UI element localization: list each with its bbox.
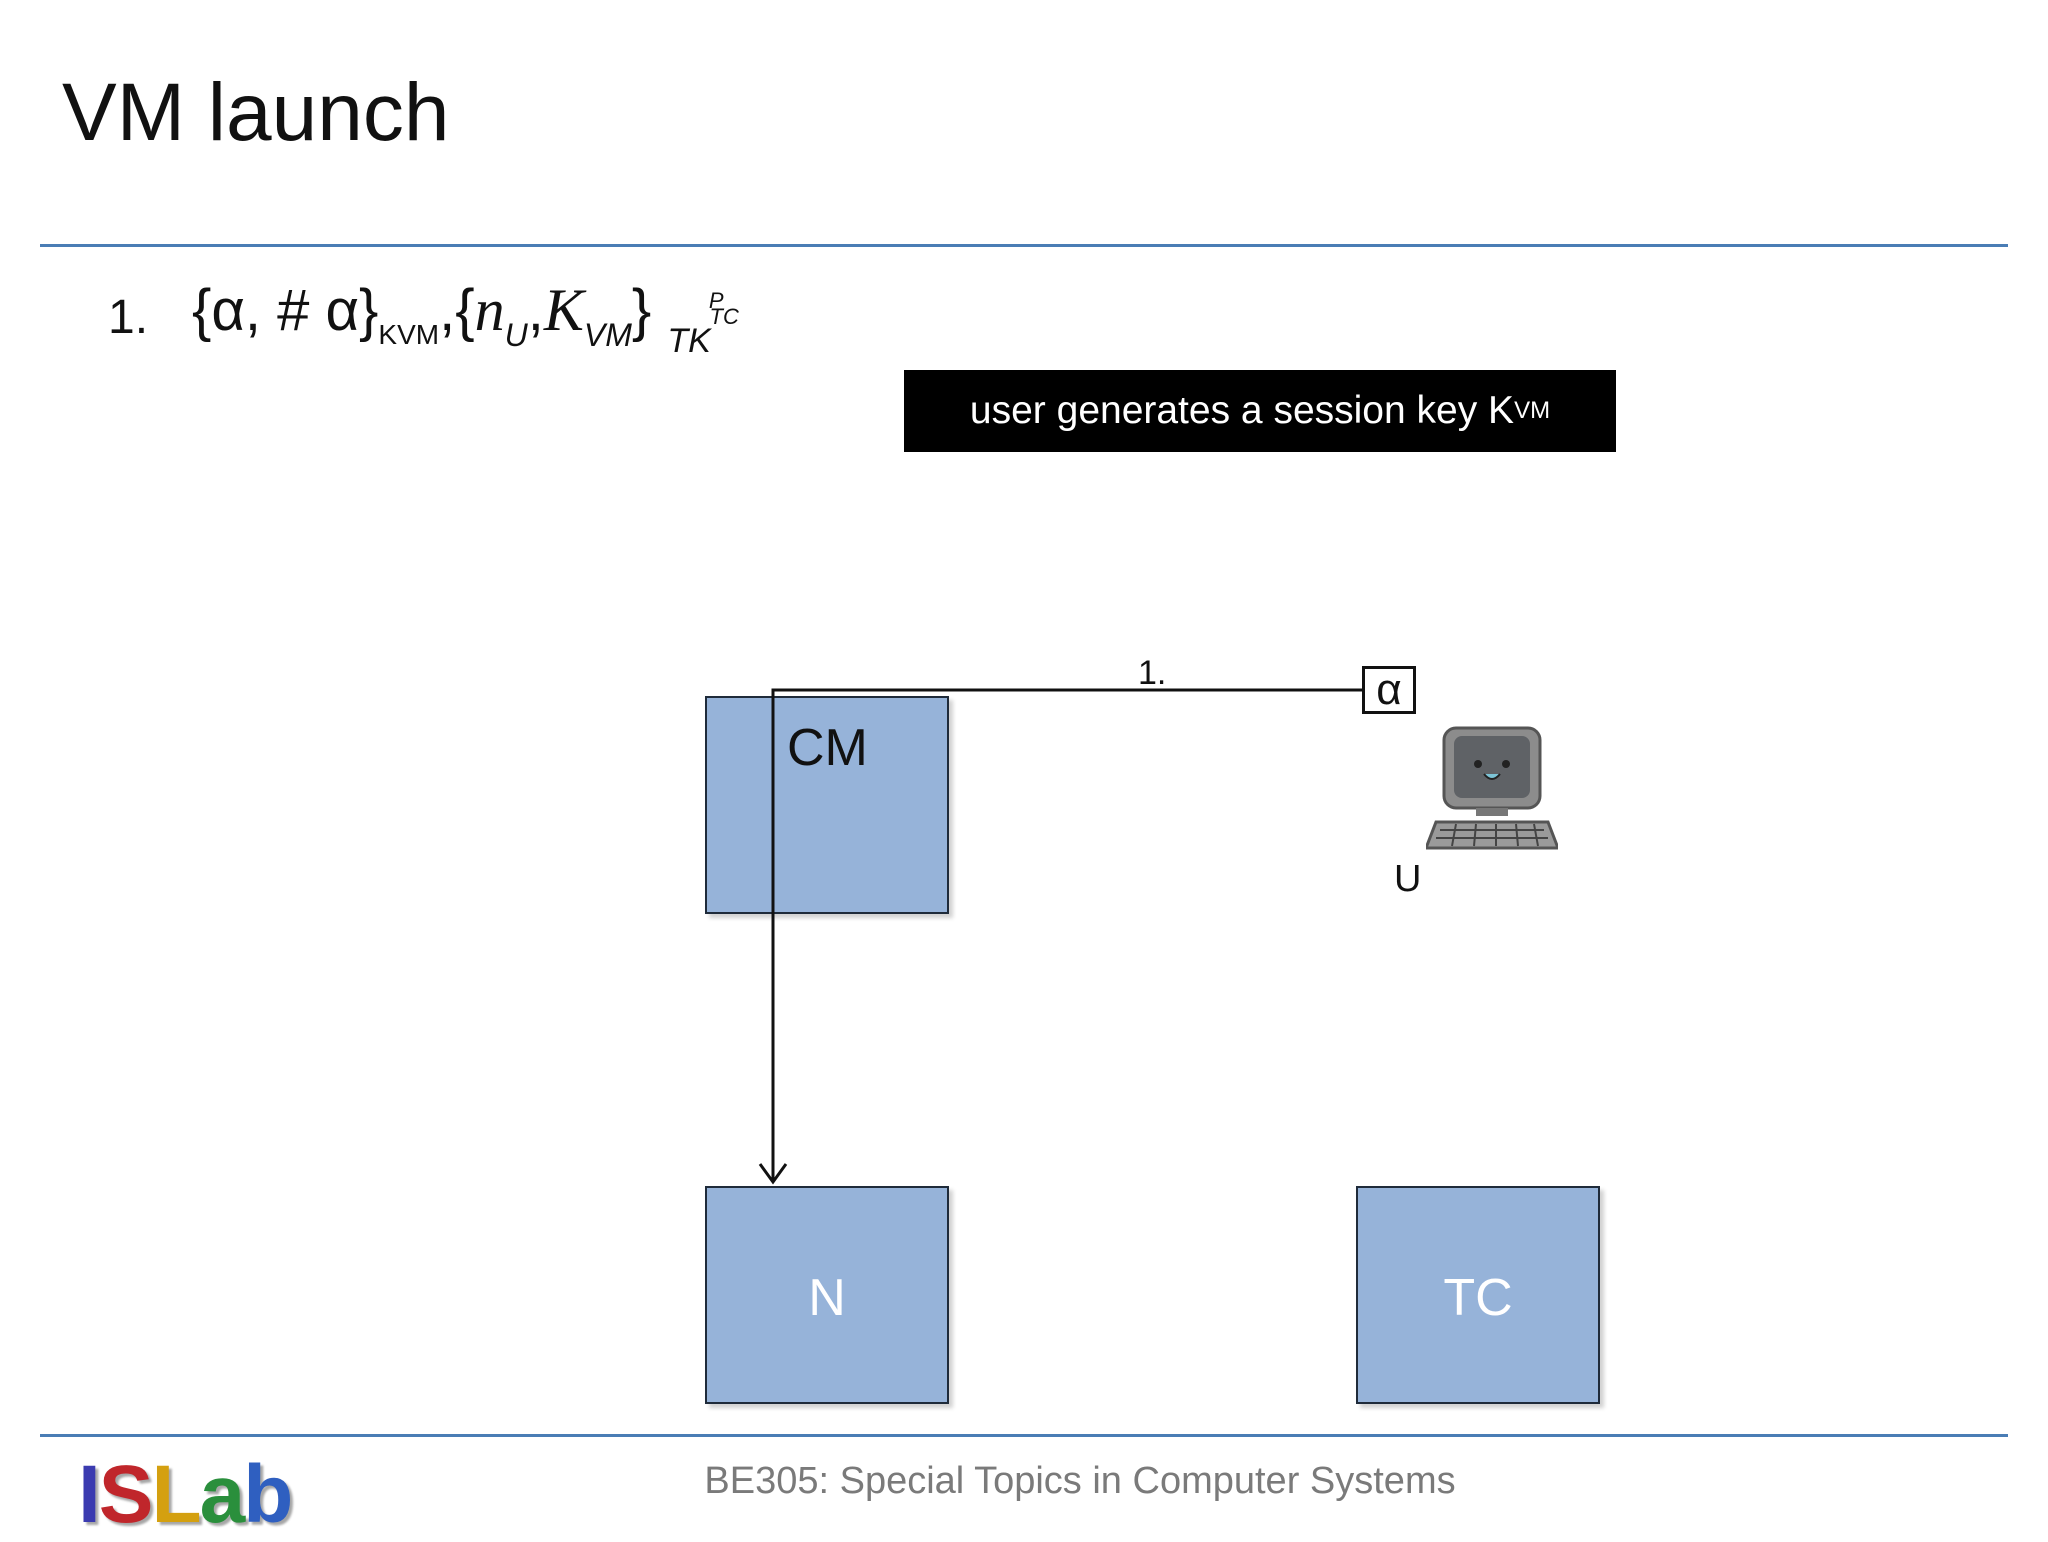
formula-expression: {α, # α}KVM,{nU,KVM} TKPTC bbox=[192, 276, 755, 361]
node-cm: CM bbox=[705, 696, 949, 914]
course-title: BE305: Special Topics in Computer System… bbox=[704, 1460, 1456, 1502]
computer-icon bbox=[1426, 726, 1558, 850]
header-divider bbox=[40, 244, 2008, 247]
formula-tk-sub: TC bbox=[709, 304, 739, 329]
formula-nonce: n bbox=[474, 277, 505, 343]
node-tc: TC bbox=[1356, 1186, 1600, 1404]
formula-part2-open: { bbox=[455, 278, 475, 343]
node-n-label: N bbox=[808, 1269, 846, 1327]
message-step-label: 1. bbox=[1138, 654, 1167, 692]
formula-part2-close: } bbox=[631, 278, 652, 343]
node-cm-label: CM bbox=[787, 719, 868, 777]
logo-letter: I bbox=[78, 1449, 101, 1540]
formula-step-number: 1. bbox=[108, 291, 149, 344]
logo-letter: S bbox=[98, 1449, 154, 1540]
callout-sub: VM bbox=[1514, 397, 1551, 424]
node-tc-label: TC bbox=[1443, 1269, 1513, 1327]
formula-tk-sup: P bbox=[708, 288, 724, 313]
slide-title: VM launch bbox=[62, 67, 450, 158]
formula-tk: TK bbox=[667, 322, 711, 360]
logo-letter: L bbox=[151, 1449, 202, 1540]
logo-letter: b bbox=[243, 1449, 293, 1540]
alpha-symbol: α bbox=[1376, 665, 1402, 714]
message-arrowhead bbox=[758, 1163, 788, 1185]
formula-part1-key: KVM bbox=[378, 319, 440, 350]
logo-letter: a bbox=[199, 1449, 246, 1540]
formula-sep: , bbox=[527, 278, 544, 343]
formula-part1: {α, # α} bbox=[192, 278, 379, 343]
formula-key: K bbox=[543, 277, 584, 343]
formula-comma: , bbox=[439, 278, 456, 343]
islab-logo: ISLab bbox=[78, 1448, 293, 1542]
formula-nonce-sub: U bbox=[504, 317, 528, 353]
node-n: N bbox=[705, 1186, 949, 1404]
user-label: U bbox=[1394, 858, 1422, 900]
footer-divider bbox=[40, 1434, 2008, 1437]
formula-key-sub: VM bbox=[583, 317, 632, 353]
callout-text: user generates a session key K bbox=[969, 389, 1515, 432]
alpha-box: α bbox=[1362, 665, 1416, 714]
